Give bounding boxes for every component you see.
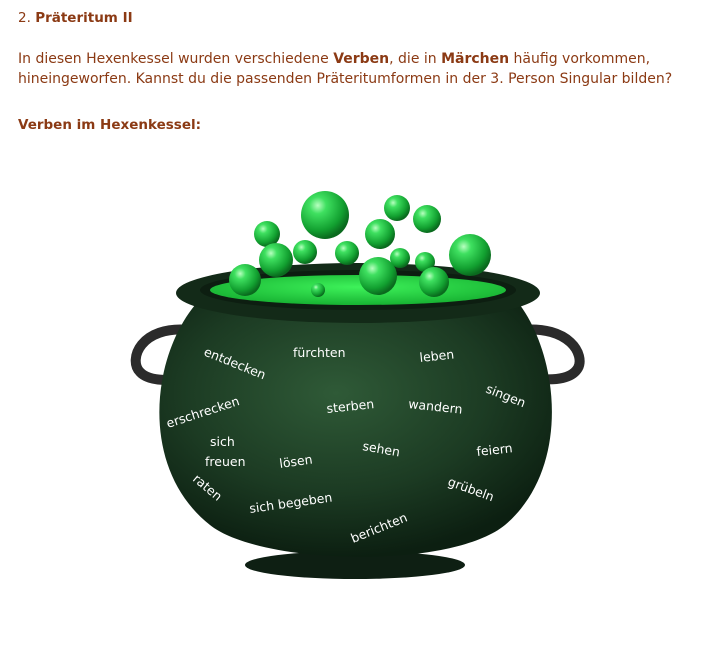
verb-word: sehen xyxy=(361,438,401,459)
bubble xyxy=(259,243,293,277)
bubble xyxy=(390,248,410,268)
verb-word: leben xyxy=(419,346,455,365)
exercise-number: 2. xyxy=(18,10,31,26)
bubble xyxy=(449,234,491,276)
bubble xyxy=(384,195,410,221)
verb-word: lösen xyxy=(278,451,313,470)
verb-word: wandern xyxy=(408,396,464,417)
intro-text-3: häufig vorkommen, hineingeworfen. Kannst… xyxy=(18,51,673,87)
bubble xyxy=(301,191,349,239)
intro-bold-maerchen: Märchen xyxy=(441,51,510,67)
bubble xyxy=(311,283,325,297)
exercise-heading: 2. Präteritum II xyxy=(18,10,133,26)
bubbles xyxy=(229,191,491,297)
bubble xyxy=(254,221,280,247)
intro-text-2: , die in xyxy=(389,51,442,67)
bubble xyxy=(415,252,435,272)
cauldron-base xyxy=(245,551,465,579)
verb-word: fürchten xyxy=(293,345,346,360)
bubble xyxy=(335,241,359,265)
bubble xyxy=(293,240,317,264)
intro-text-1: In diesen Hexenkessel wurden verschieden… xyxy=(18,51,334,67)
intro-bold-verben: Verben xyxy=(333,51,390,67)
bubble xyxy=(365,219,395,249)
verb-word: sterben xyxy=(326,396,375,416)
bubble xyxy=(419,267,449,297)
bubble xyxy=(413,205,441,233)
exercise-title: Präteritum II xyxy=(35,10,133,26)
bubble xyxy=(229,264,261,296)
cauldron-body xyxy=(159,305,552,557)
verb-word: sich xyxy=(210,434,235,449)
verb-word: feiern xyxy=(476,440,513,459)
verb-word: freuen xyxy=(205,454,246,469)
section-subheading: Verben im Hexenkessel: xyxy=(18,117,202,133)
instructions: In diesen Hexenkessel wurden verschieden… xyxy=(18,49,703,89)
bubble xyxy=(359,257,397,295)
